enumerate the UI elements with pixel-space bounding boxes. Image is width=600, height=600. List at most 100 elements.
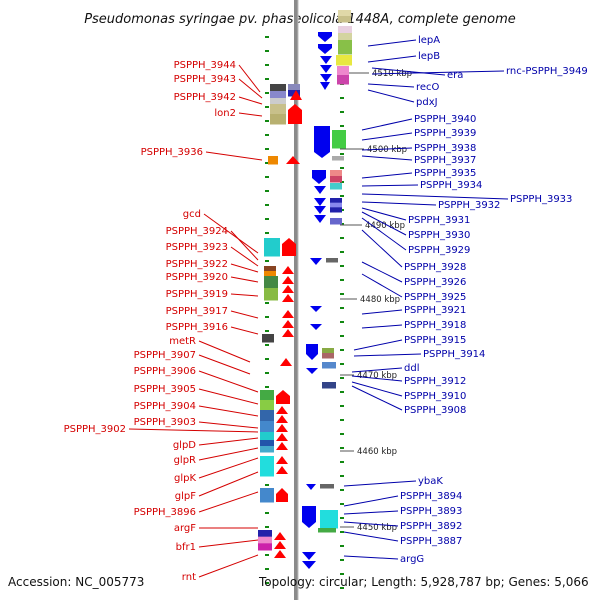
tick-mark (340, 153, 344, 155)
gene-label-left: PSPPH_3924 (166, 226, 228, 237)
gene-features (258, 10, 352, 569)
gene-block (260, 440, 274, 453)
gene-label-left: PSPPH_3896 (134, 507, 196, 518)
gene-label-left: PSPPH_3923 (166, 242, 228, 253)
leader-line-right (361, 309, 403, 315)
reverse-gene-arrow (310, 258, 322, 265)
leader-line-right (361, 132, 413, 141)
forward-gene-arrow (282, 285, 294, 293)
leader-line-right (351, 367, 403, 373)
gene-block (332, 156, 344, 161)
tick-mark (265, 512, 269, 514)
gene-label-right: PSPPH_3925 (404, 292, 466, 303)
tick-mark (265, 134, 269, 136)
reverse-gene-block (306, 344, 318, 360)
forward-gene-arrow (286, 156, 300, 164)
tick-mark (265, 190, 269, 192)
gene-label-left: PSPPH_3922 (166, 259, 228, 270)
gene-block (330, 170, 342, 183)
tick-mark (340, 503, 344, 505)
leader-line-right (371, 67, 446, 76)
gene-block (322, 382, 336, 389)
tick-mark (265, 92, 269, 94)
gene-block (330, 218, 342, 225)
tick-mark (265, 358, 269, 360)
gene-label-right: argG (400, 554, 424, 565)
forward-gene-arrow (276, 442, 288, 450)
tick-mark (340, 237, 344, 239)
gene-label-right: recO (416, 82, 440, 93)
tick-mark (340, 293, 344, 295)
leader-line-right (361, 229, 403, 268)
tick-mark (265, 316, 269, 318)
leader-line-left (198, 491, 259, 513)
gene-block (322, 362, 336, 369)
gene-block (336, 55, 352, 66)
leader-line-left (198, 370, 259, 393)
tick-mark (340, 447, 344, 449)
gene-label-left: PSPPH_3905 (134, 384, 196, 395)
gene-block (322, 348, 334, 359)
tick-mark (340, 195, 344, 197)
leader-line-right (367, 55, 417, 63)
gene-label-right: PSPPH_3929 (408, 245, 470, 256)
tick-mark (340, 321, 344, 323)
tick-mark (265, 330, 269, 332)
gene-block (264, 266, 276, 277)
leader-line-left (198, 405, 259, 417)
gene-label-left: PSPPH_3907 (134, 350, 196, 361)
leader-line-right (361, 201, 437, 206)
leader-line-left (230, 326, 259, 335)
gene-label-right: PSPPH_3928 (404, 262, 466, 273)
tick-mark (340, 377, 344, 379)
forward-gene-arrow (276, 424, 288, 432)
reverse-gene-arrow (314, 186, 326, 194)
leader-line-right (351, 375, 403, 382)
tick-mark (265, 232, 269, 234)
reverse-gene-arrow (320, 82, 330, 90)
reverse-gene-arrow (306, 368, 318, 374)
gene-block (288, 84, 300, 97)
gene-block (318, 528, 336, 533)
forward-gene-arrow (276, 456, 288, 464)
gene-label-right: lepB (418, 51, 440, 62)
forward-gene-arrow (282, 320, 294, 328)
forward-gene-block (276, 390, 290, 404)
tick-mark (340, 419, 344, 421)
gene-label-right: rnc-PSPPH_3949 (506, 66, 588, 77)
leader-line-right (361, 184, 419, 187)
gene-block (268, 156, 278, 165)
gene-block (338, 10, 351, 23)
forward-gene-arrow (282, 329, 294, 337)
gene-label-left: PSPPH_3906 (134, 366, 196, 377)
gene-label-left: PSPPH_3904 (134, 401, 196, 412)
forward-gene-block (282, 238, 296, 256)
gene-label-right: PSPPH_3910 (404, 391, 466, 402)
leader-line-right (343, 555, 399, 560)
tick-mark (340, 489, 344, 491)
gene-label-left: PSPPH_3903 (134, 417, 196, 428)
gene-label-left: glpF (175, 491, 196, 502)
leader-line-left (238, 112, 263, 117)
reverse-gene-arrow (310, 306, 322, 312)
tick-mark (340, 363, 344, 365)
tick-mark (265, 162, 269, 164)
gene-label-right: PSPPH_3887 (400, 536, 462, 547)
kbp-label: 4480 kbp (360, 295, 400, 305)
gene-label-left: bfr1 (176, 542, 196, 553)
gene-label-left: metR (169, 336, 196, 347)
tick-mark (265, 218, 269, 220)
gene-label-left: glpD (173, 440, 196, 451)
leader-line-right (351, 385, 403, 411)
left-gene-labels: PSPPH_3944PSPPH_3943PSPPH_3942lon2PSPPH_… (64, 60, 236, 583)
genome-stats-text: Topology: circular; Length: 5,928,787 bp… (258, 575, 589, 589)
tick-mark (265, 582, 269, 584)
gene-label-right: PSPPH_3935 (414, 168, 476, 179)
tick-mark (340, 391, 344, 393)
gene-label-left: PSPPH_3902 (64, 424, 126, 435)
gene-label-left: argF (174, 523, 196, 534)
gene-label-right: pdxJ (416, 97, 438, 108)
tick-mark (265, 204, 269, 206)
forward-gene-arrow (274, 532, 286, 540)
